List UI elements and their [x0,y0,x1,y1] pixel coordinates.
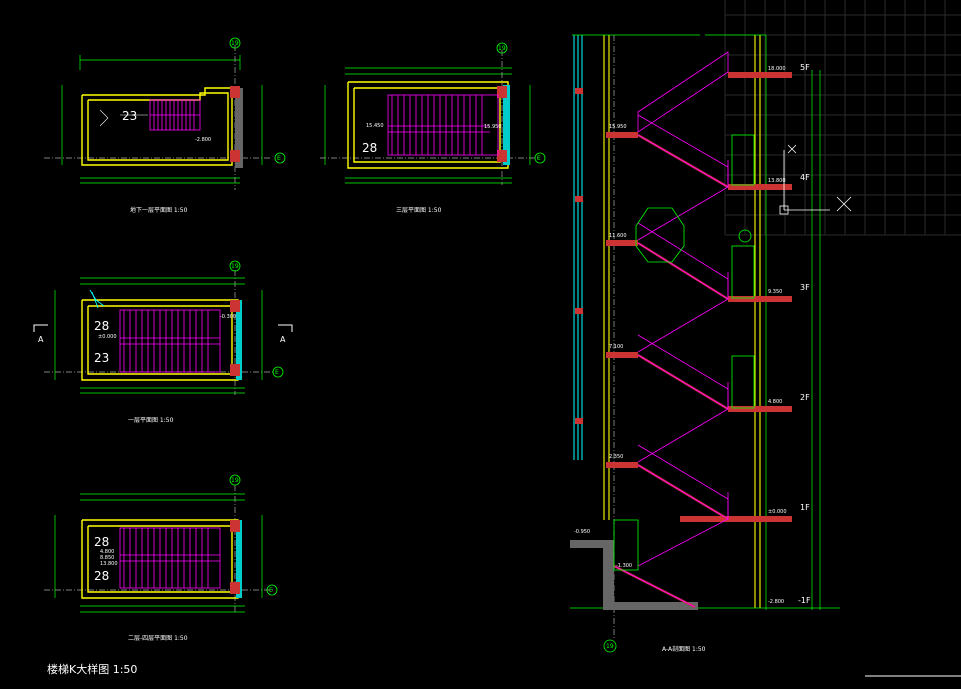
f1-caption: 一层平面图 1:50 [128,417,174,424]
level-5f: 5F [800,63,810,72]
level-3f: 3F [800,283,810,292]
f24-steps-down: 28 [94,569,109,583]
b1-caption: 地下一层平面图 1:50 [130,206,188,214]
f3-axis-right: E [537,155,541,162]
elev-b1f: -2.800 [768,599,784,605]
b1-axis-top: 19 [231,40,239,47]
elev-1f: ±0.000 [768,509,787,515]
ucs-icon [779,144,852,215]
f1-steps-down: 23 [94,351,109,365]
f3-axis-top: 19 [498,45,506,52]
f1-steps-up: 28 [94,319,109,333]
pit-elev: -1.300 [616,563,632,569]
f3-axis-bubble-top [496,42,508,54]
f1-axis-bubble-right [272,366,284,378]
section-axis-bubble-bottom [603,639,617,653]
f24-caption: 二层-四层平面图 1:50 [128,635,188,642]
f24-steps-up: 28 [94,535,109,549]
stair-railings [613,51,729,608]
landing-elev-3: 7.100 [609,344,623,350]
f24-elev-3: 13.800 [100,561,118,567]
f24-axis-right: E [269,587,273,594]
landing-elev-4: 2.350 [609,454,623,460]
f3-caption: 三层平面图 1:50 [396,207,442,214]
f3-elev-left: 15.450 [366,123,384,129]
f3-elev-right: 15.950 [484,124,502,130]
level-2f: 2F [800,393,810,402]
f24-elev-1: 4.800 [100,549,114,555]
b1-axis-bubble-top [229,37,241,49]
level-4f: 4F [800,173,810,182]
f24-axis-top: 19 [231,477,239,484]
section-a-a[interactable]: 19 5F 4F 3F 2F 1F -1F 18.000 13.800 9.35… [570,34,840,653]
f1-axis-top: 19 [231,263,239,270]
f3-axis-bubble-right [534,152,546,164]
elev-3f: 9.350 [768,289,782,295]
b1-steps: 23 [122,109,137,123]
landing-elev-2: 11.600 [609,233,627,239]
f3-steps: 28 [362,141,377,155]
f1-elev-right: -0.300 [220,314,236,320]
plan-f2-4[interactable]: 28 4.800 8.850 13.800 28 19 E 二层-四层平面图 1… [44,474,278,642]
f1-section-mark-right: A [280,335,286,344]
b1-axis-right: E [277,155,281,162]
elev-2f: 4.800 [768,399,782,405]
floor-slabs [570,72,792,610]
stair-flights [613,134,729,608]
left-elev: -0.950 [574,529,590,535]
f24-axis-bubble-top [229,474,241,486]
level-1f: 1F [800,503,810,512]
plan-f3[interactable]: 28 15.450 15.950 19 E 三层平面图 1:50 [320,42,546,214]
level-b1f: -1F [798,596,811,605]
elev-4f: 13.800 [768,178,786,184]
f24-elev-2: 8.850 [100,555,114,561]
b1-axis-bubble-right [274,152,286,164]
f24-axis-bubble-right [266,584,278,596]
drawing-title: 楼梯K大样图 1:50 [47,663,138,676]
section-caption: A-A剖面图 1:50 [662,645,706,653]
f1-elev: ±0.000 [98,334,117,340]
f1-axis-bubble-top [229,260,241,272]
background-grid [724,0,961,236]
elev-5f: 18.000 [768,66,786,72]
b1-elev: -2.800 [195,137,211,143]
f1-section-mark-left: A [38,335,44,344]
plan-b1[interactable]: 23 -2.800 19 E 地下一层平面图 1:50 [44,37,286,214]
landing-elev-1: 15.950 [609,124,627,130]
section-axis-bubble-mid [738,229,752,243]
section-axis-bottom: 19 [606,643,614,650]
f1-axis-right: E [275,369,279,376]
plan-f1[interactable]: 28 ±0.000 23 -0.300 A A 19 E 一层平面图 1:50 [33,260,293,424]
